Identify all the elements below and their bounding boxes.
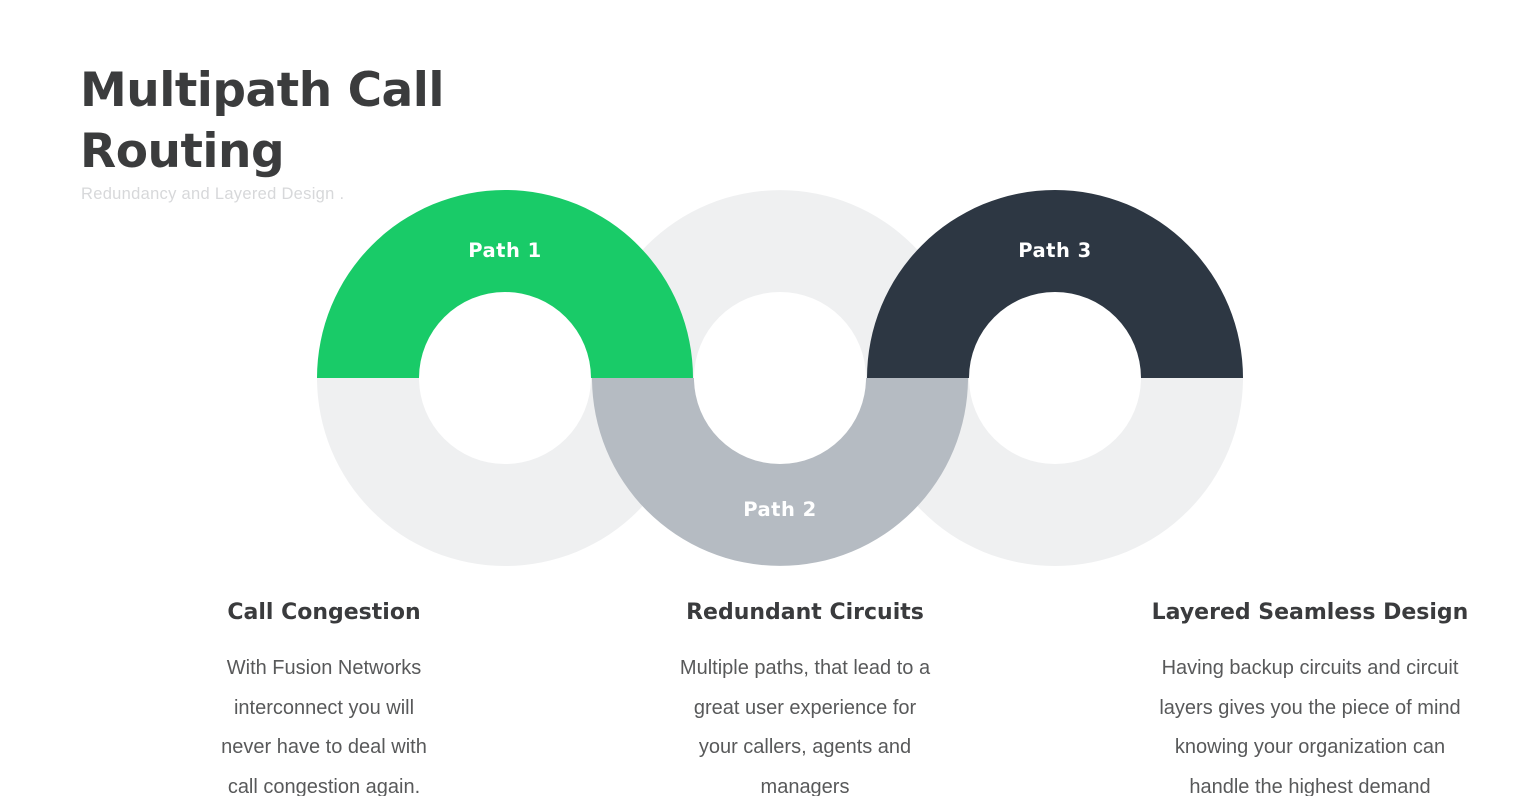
column-body: With Fusion Networks interconnect you wi… [144, 649, 504, 796]
column-heading: Redundant Circuits [686, 600, 924, 625]
body-line: great user experience for [693, 696, 917, 719]
body-line: never have to deal with [221, 736, 427, 758]
body-line: your callers, agents and [698, 736, 912, 758]
body-line: call congestion again. [227, 775, 421, 796]
body-line: knowing your organization can [1174, 736, 1446, 758]
body-line: With Fusion Networks [226, 657, 422, 679]
page-subtitle: Redundancy and Layered Design . [81, 185, 345, 203]
body-line: Having backup circuits and circuit [1161, 657, 1459, 679]
ring2-bottom-half [592, 378, 968, 566]
page-title-line-1: Multipath Call [80, 63, 445, 118]
page-title: Multipath Call Routing [80, 60, 680, 182]
column-body: Multiple paths, that lead to a great use… [625, 649, 985, 796]
column-call-congestion: Call Congestion With Fusion Networks int… [144, 600, 504, 796]
page-title-line-2: Routing [80, 124, 285, 179]
column-heading: Call Congestion [227, 600, 421, 625]
ring3-top-half [867, 190, 1243, 378]
body-line: interconnect you will [233, 696, 415, 719]
ring3-label: Path 3 [1018, 239, 1092, 262]
ring1-label: Path 1 [468, 239, 542, 262]
body-line: Multiple paths, that lead to a [679, 657, 931, 679]
column-layered-seamless-design: Layered Seamless Design Having backup ci… [1120, 600, 1500, 796]
ring2-label: Path 2 [743, 498, 817, 521]
body-line: handle the highest demand [1189, 775, 1431, 796]
column-body: Having backup circuits and circuit layer… [1120, 649, 1500, 796]
ring1-top-half [317, 190, 693, 378]
column-redundant-circuits: Redundant Circuits Multiple paths, that … [625, 600, 985, 796]
body-line: layers gives you the piece of mind [1159, 696, 1461, 719]
column-heading: Layered Seamless Design [1151, 600, 1469, 625]
body-line: managers [760, 775, 850, 796]
